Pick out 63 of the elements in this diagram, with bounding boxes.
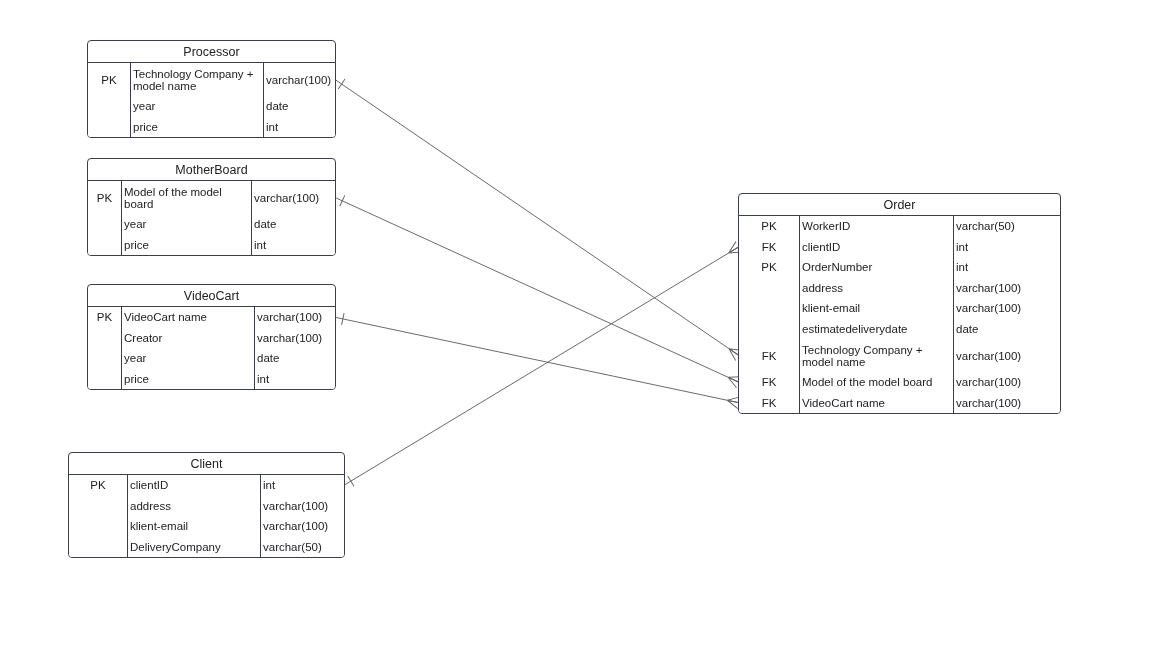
table-row <box>88 234 335 255</box>
key-text: PK <box>89 478 107 494</box>
column-name: year <box>121 348 255 369</box>
column-type: date <box>253 217 278 233</box>
key-text: PK <box>95 310 114 326</box>
column-name: OrderNumber <box>799 257 954 278</box>
column-type: varchar(100) <box>256 330 324 346</box>
table-title: VideoCart <box>183 288 240 303</box>
entity-table <box>87 40 336 138</box>
column-type: date <box>265 99 290 115</box>
table-row <box>739 392 1060 413</box>
column-type: varchar(100) <box>265 72 333 88</box>
entity-table <box>87 284 336 390</box>
entity-table <box>738 193 1061 414</box>
column-name: clientID <box>127 475 261 496</box>
table-title: MotherBoard <box>175 162 248 177</box>
table-row <box>88 116 335 137</box>
column-name: Model of the model board <box>799 372 954 393</box>
key-text: FK <box>760 239 778 255</box>
column-name: VideoCart name <box>799 392 954 413</box>
column-type: int <box>262 478 277 494</box>
column-name: price <box>121 368 255 389</box>
table-row <box>88 368 335 389</box>
column-type: varchar(100) <box>955 395 1023 411</box>
table-title: Client <box>190 456 223 471</box>
key-text: FK <box>760 375 778 391</box>
column-name: price <box>130 116 264 137</box>
table-row <box>69 536 344 557</box>
key-text: FK <box>760 348 778 364</box>
column-type: varchar(100) <box>256 310 324 326</box>
key-text: PK <box>760 260 778 276</box>
column-type: varchar(100) <box>262 498 330 514</box>
column-type: varchar(50) <box>955 219 1016 235</box>
table-title: Processor <box>183 44 240 59</box>
column-name: DeliveryCompany <box>127 536 261 557</box>
column-type: date <box>256 351 281 367</box>
key-text: PK <box>95 190 114 206</box>
column-type: varchar(100) <box>262 519 330 535</box>
column-type: int <box>253 237 268 253</box>
key-text: PK <box>760 219 778 235</box>
column-name: WorkerID <box>799 216 954 237</box>
column-type: int <box>265 119 280 135</box>
column-type: date <box>955 321 980 337</box>
key-text: PK <box>100 72 118 88</box>
column-name: VideoCart name <box>121 307 255 328</box>
column-name: klient-email <box>799 298 954 319</box>
entity-table <box>68 452 345 558</box>
column-type: varchar(100) <box>955 348 1023 364</box>
column-name: year <box>121 214 252 235</box>
column-name: klient-email <box>127 516 261 537</box>
column-type: varchar(50) <box>262 539 323 555</box>
column-type: int <box>955 239 970 255</box>
table-title: Order <box>883 197 916 212</box>
column-type: int <box>955 260 970 276</box>
column-name: price <box>121 234 252 255</box>
column-type: int <box>256 371 271 387</box>
column-type: varchar(100) <box>955 375 1023 391</box>
key-text: FK <box>760 395 778 411</box>
column-type: varchar(100) <box>955 280 1023 296</box>
column-type: varchar(100) <box>253 190 321 206</box>
column-type: varchar(100) <box>955 301 1023 317</box>
entity-table <box>87 158 336 256</box>
column-name: year <box>130 96 264 117</box>
